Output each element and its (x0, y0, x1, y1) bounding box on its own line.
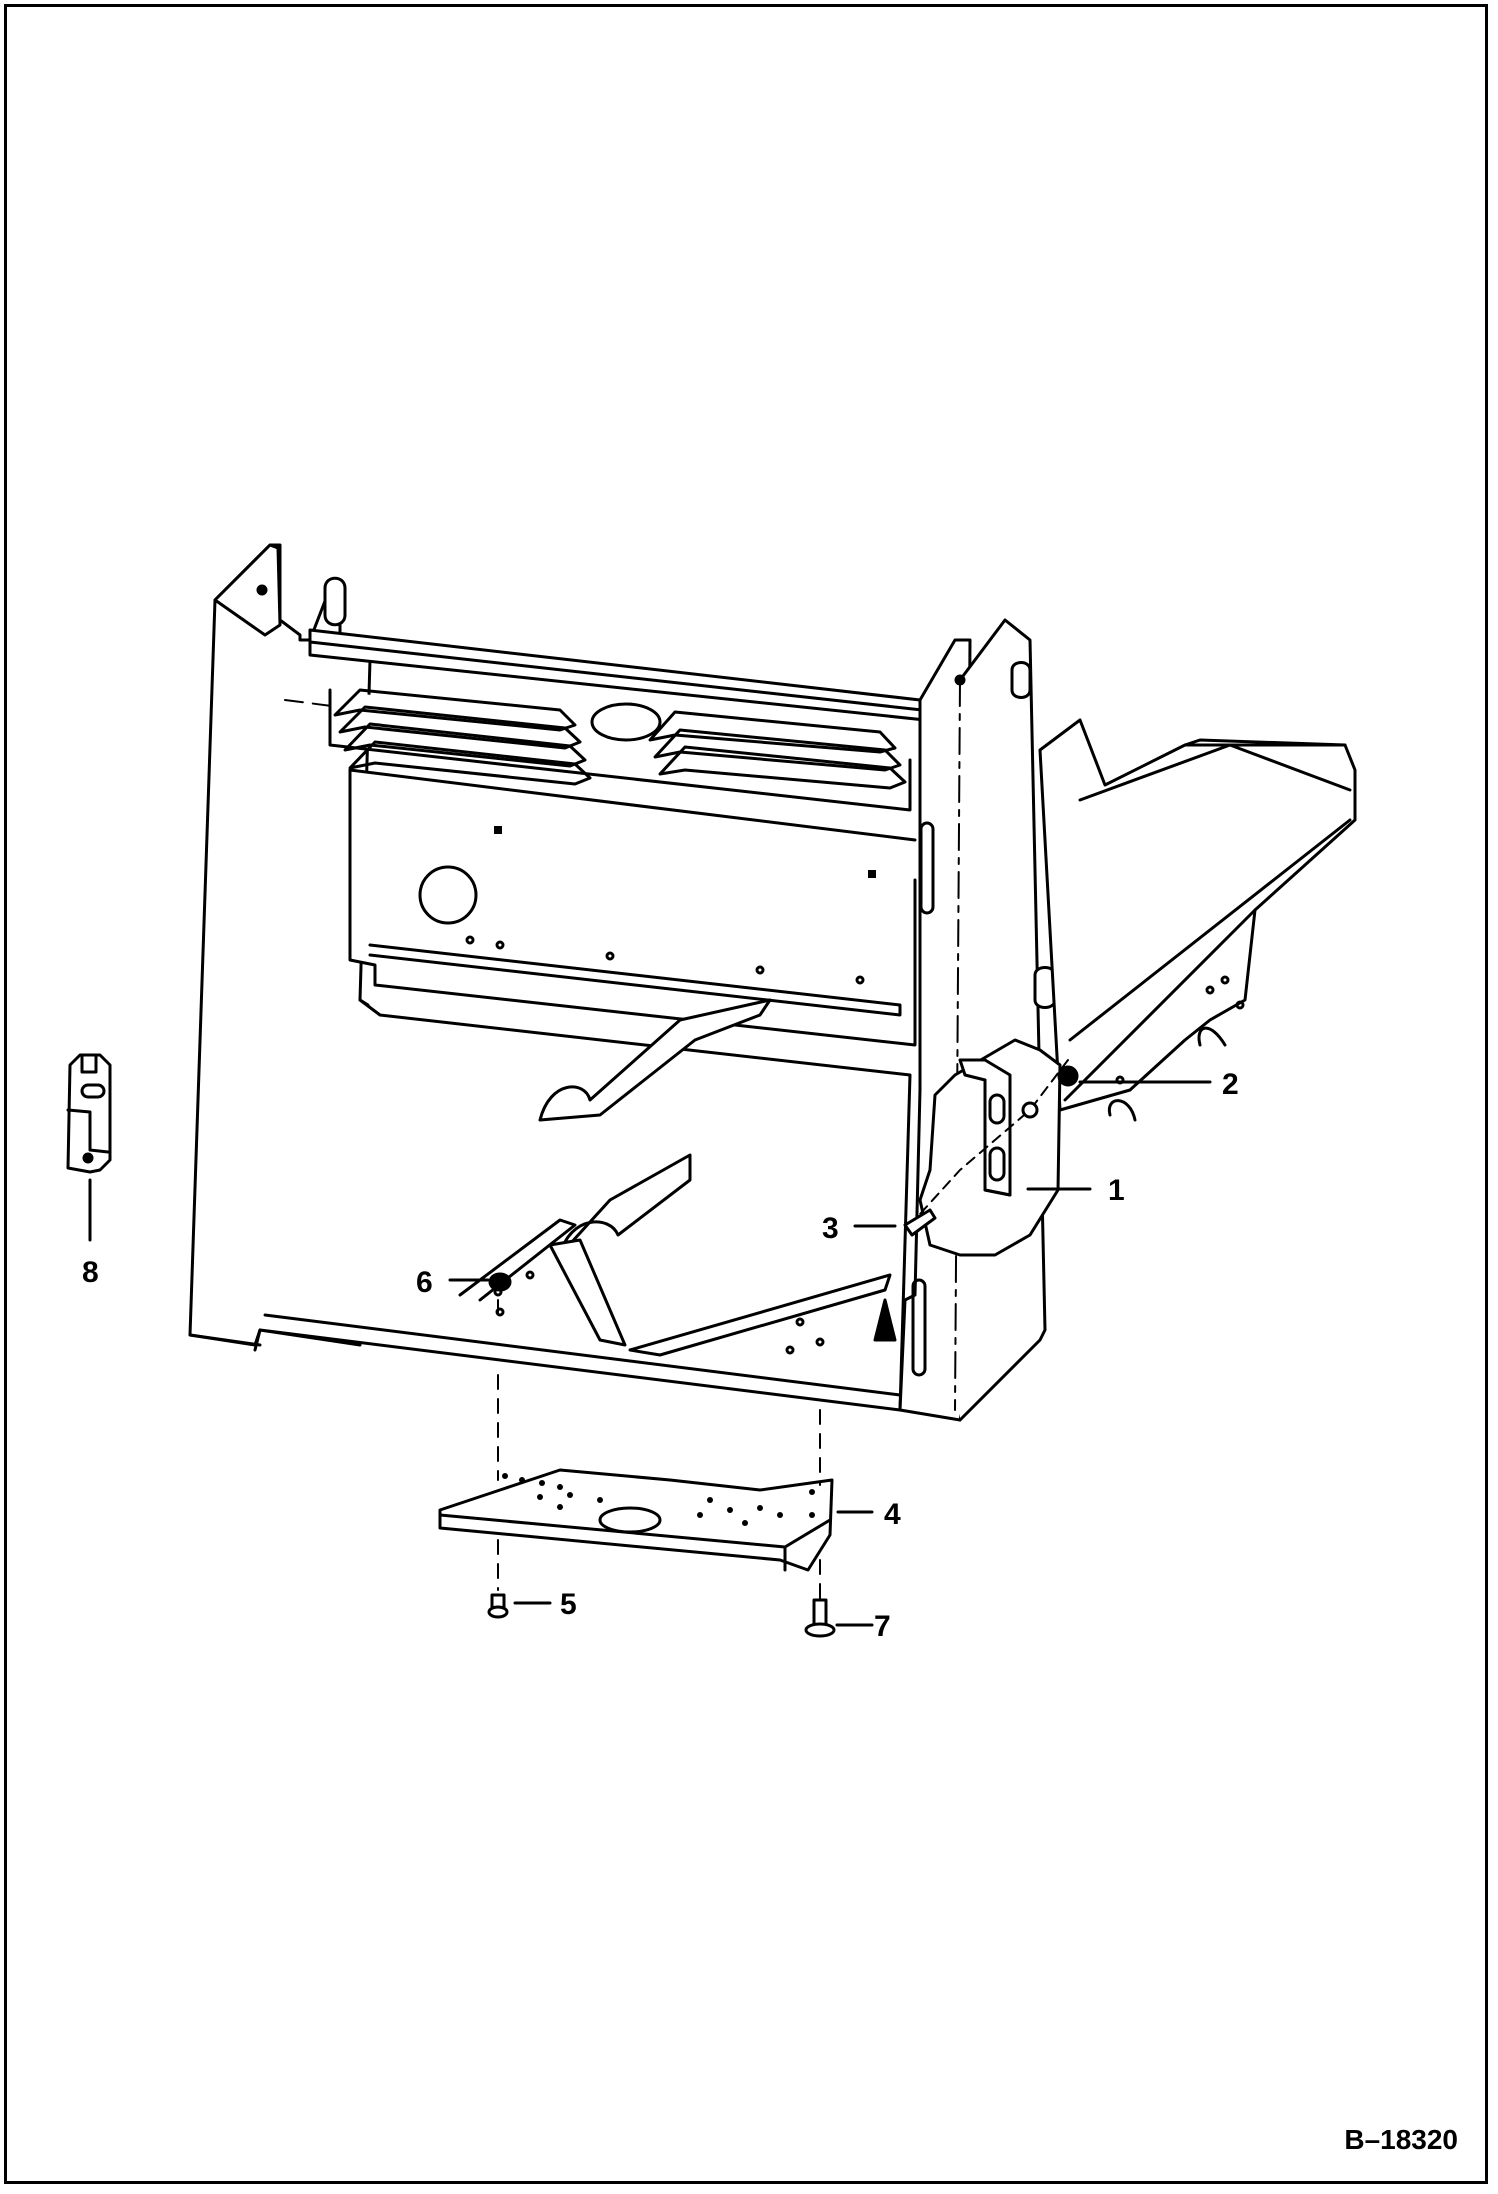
bracket-part-8 (66, 1053, 112, 1242)
washer-part-6 (488, 1272, 512, 1292)
callout-6: 6 (416, 1266, 433, 1299)
upright-slot-lower (911, 1278, 927, 1377)
main-frame-weldment (188, 543, 1357, 1422)
callout-8: 8 (82, 1256, 99, 1289)
rear-wall-hole (418, 865, 478, 925)
upright-slot-upper (919, 821, 935, 915)
bolt-part-3 (903, 1208, 937, 1237)
left-vent-slots (333, 688, 592, 786)
floor-plate-hole (598, 1506, 662, 1534)
drawing-border (4, 4, 1488, 2184)
washer (1021, 1101, 1039, 1119)
callout-7: 7 (874, 1610, 891, 1643)
top-access-hole (590, 702, 662, 742)
assembly-lines (497, 1299, 821, 1606)
callout-2: 2 (1222, 1068, 1239, 1101)
callout-1: 1 (1108, 1174, 1125, 1207)
bolt-part-7 (804, 1598, 836, 1638)
figure-id: B–18320 (1344, 2124, 1458, 2155)
nut-part-2 (1057, 1065, 1079, 1087)
callout-3: 3 (822, 1212, 839, 1245)
latch-assembly-detail (903, 1038, 1079, 1257)
callout-4: 4 (884, 1498, 901, 1531)
screw-part-5 (487, 1593, 509, 1619)
leader-lines (448, 1080, 1212, 1627)
right-vent-slots (648, 710, 907, 790)
floor-plate-part-4 (438, 1468, 834, 1572)
callout-5: 5 (560, 1588, 577, 1621)
